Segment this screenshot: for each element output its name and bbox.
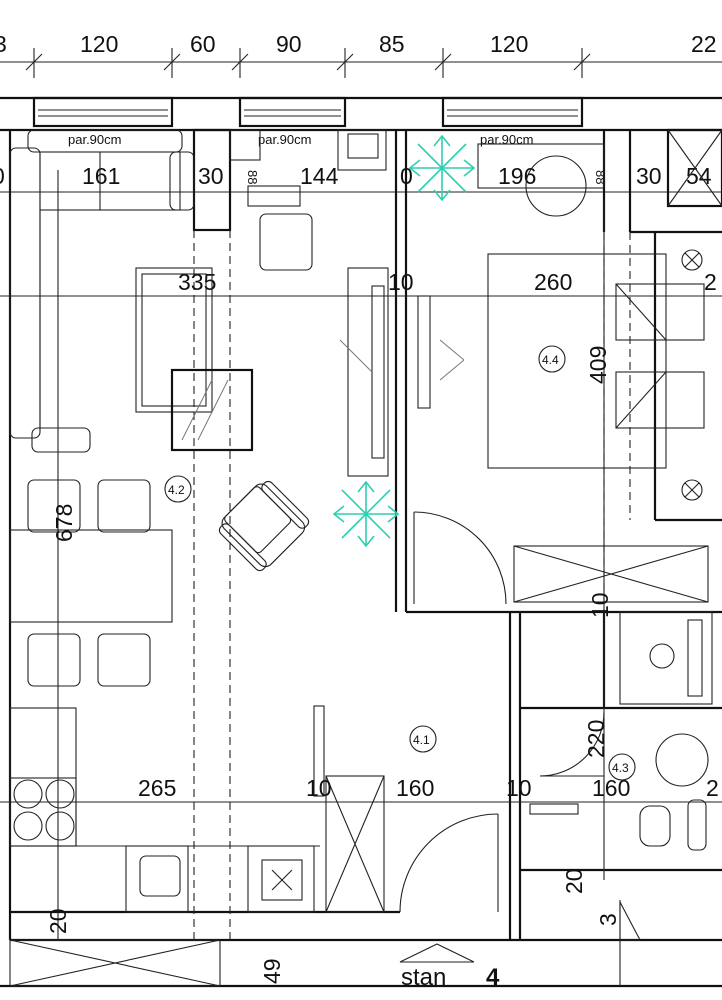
bedroom-door xyxy=(413,511,507,605)
dim-mid-335: 335 xyxy=(178,269,216,295)
sofa xyxy=(9,129,195,453)
kitchen xyxy=(9,707,320,913)
dim-bottom-10a: 10 xyxy=(306,775,332,801)
mark-88-right: 88 xyxy=(593,170,608,184)
entry-door xyxy=(399,803,579,913)
room-marker-hall: 4.1 xyxy=(409,725,437,753)
bathroom xyxy=(539,611,713,851)
dim-second-144: 144 xyxy=(300,163,339,189)
dim-top-3: 3 xyxy=(0,31,7,57)
dim-second-30a: 30 xyxy=(198,163,224,189)
dim-top-90: 90 xyxy=(276,31,302,57)
plant-icon xyxy=(332,480,400,548)
dim-vertical-409: 409 xyxy=(585,346,611,384)
dim-mid-10: 10 xyxy=(388,269,414,295)
room-id-living: 4.2 xyxy=(168,483,185,497)
room-id-bedroom: 4.4 xyxy=(542,353,559,367)
window-label-1: par.90cm xyxy=(68,132,121,147)
dashed-lines xyxy=(193,230,631,940)
dim-vertical-678: 678 xyxy=(51,504,77,542)
room-id-hall: 4.1 xyxy=(413,733,430,747)
window-label-2: par.90cm xyxy=(258,132,311,147)
plant-icon xyxy=(408,134,476,202)
dim-second-196: 196 xyxy=(498,163,536,189)
dim-vertical-20b: 20 xyxy=(561,868,587,894)
dim-bottom-265: 265 xyxy=(138,775,176,801)
dim-top-120a: 120 xyxy=(80,31,118,57)
dim-top-60: 60 xyxy=(190,31,216,57)
wardrobe xyxy=(513,545,709,603)
dining-table xyxy=(9,479,173,687)
room-marker-bedroom: 4.4 xyxy=(538,345,566,373)
window-label-3: par.90cm xyxy=(480,132,533,147)
armchair xyxy=(218,480,310,572)
bed xyxy=(487,253,705,469)
dim-vertical-10: 10 xyxy=(587,592,613,618)
dim-second-0a: 0 xyxy=(0,163,5,189)
top-dimension-line xyxy=(0,48,722,78)
floor-label-prefix: stan xyxy=(401,964,446,991)
walls xyxy=(0,128,722,988)
bedroom-chair xyxy=(477,143,605,217)
dim-bottom-160a: 160 xyxy=(396,775,434,801)
entry-closet xyxy=(313,705,385,913)
dim-bottom-160b: 160 xyxy=(592,775,630,801)
dim-top-22: 22 xyxy=(691,31,717,57)
dim-vertical-49: 49 xyxy=(259,958,285,984)
dim-mid-260: 260 xyxy=(534,269,572,295)
dim-second-30b: 30 xyxy=(636,163,662,189)
desk xyxy=(229,129,387,271)
room-marker-bath: 4.3 xyxy=(608,753,636,781)
dim-vertical-20a: 20 xyxy=(45,908,71,934)
room-marker-living: 4.2 xyxy=(164,475,192,503)
dim-second-161: 161 xyxy=(82,163,120,189)
stair-landing xyxy=(9,900,641,987)
room-id-bath: 4.3 xyxy=(612,761,629,775)
lamp-icon xyxy=(681,249,703,501)
tv-unit xyxy=(339,267,465,477)
dim-bottom-10b: 10 xyxy=(506,775,532,801)
top-wall xyxy=(0,96,722,132)
coffee-table xyxy=(135,267,254,452)
dim-top-85: 85 xyxy=(379,31,405,57)
dim-mid-2: 2 xyxy=(704,269,717,295)
dim-bottom-2: 2 xyxy=(706,775,719,801)
dim-vertical-220: 220 xyxy=(583,720,609,758)
floor-label-number: 4 xyxy=(486,964,500,991)
mark-88-left: 88 xyxy=(245,170,260,184)
dim-top-120b: 120 xyxy=(490,31,528,57)
dim-vertical-3: 3 xyxy=(595,913,621,926)
